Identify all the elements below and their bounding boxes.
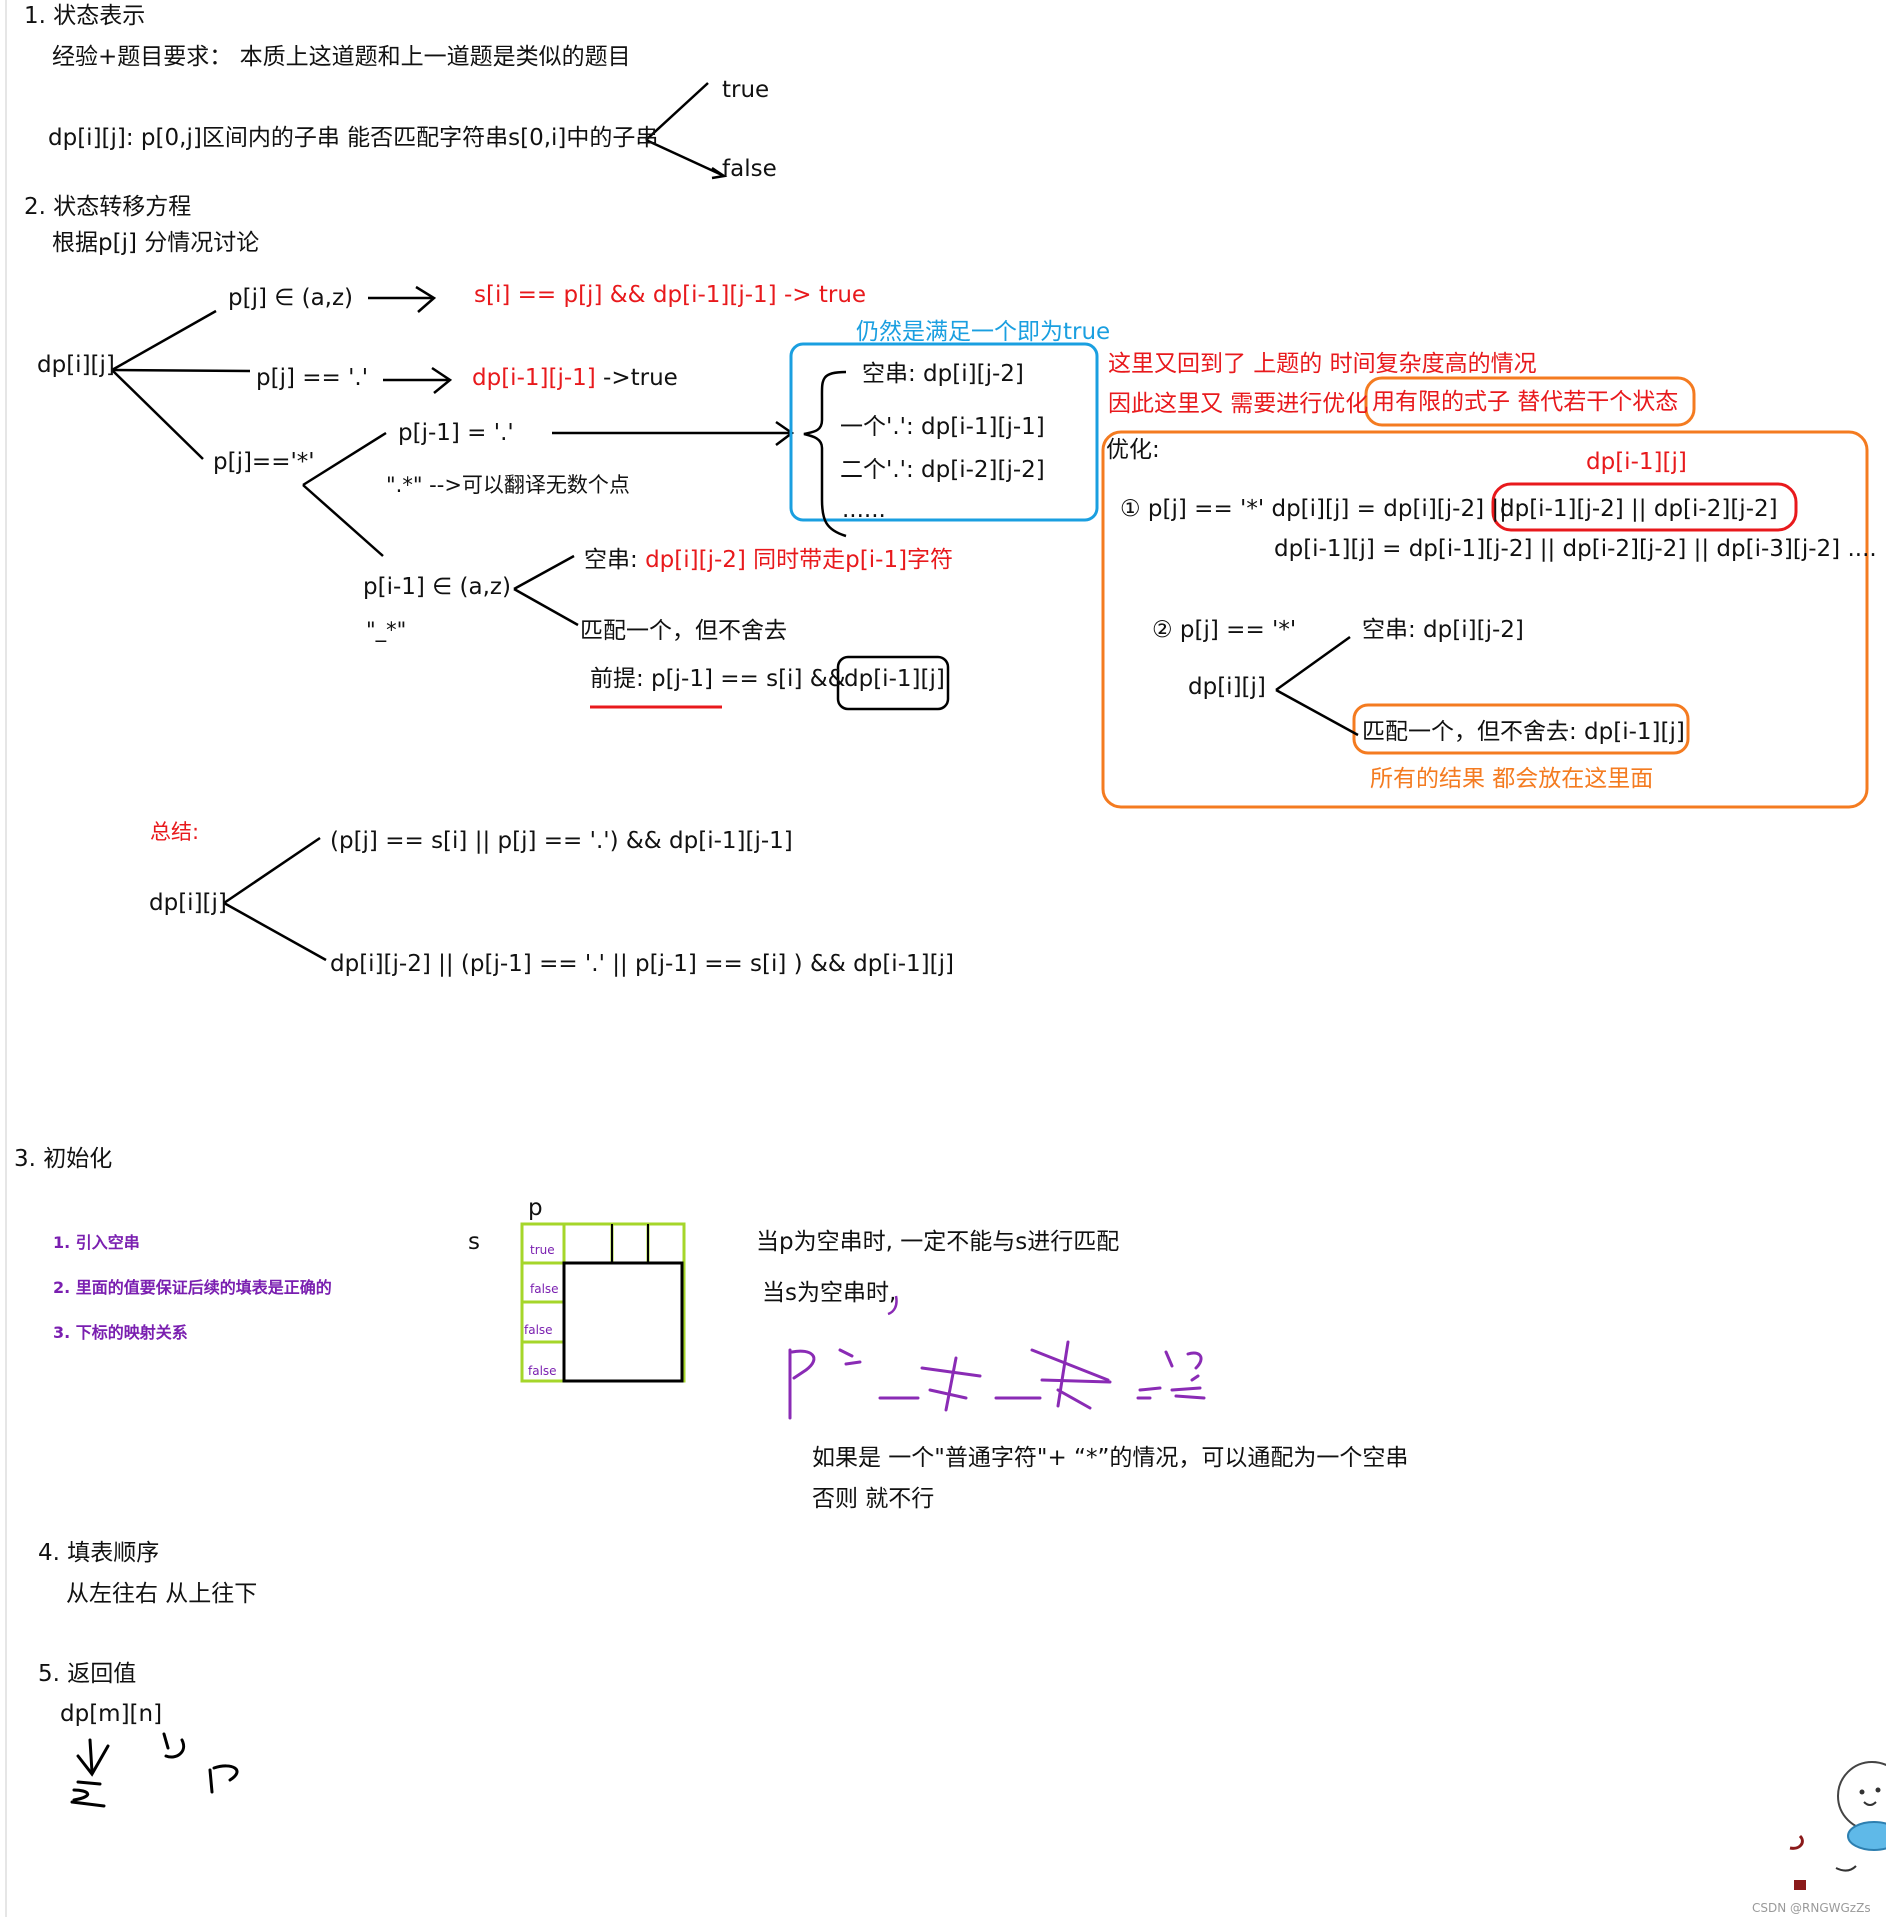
red-note-optimize: 因此这里又 需要进行优化 (1108, 391, 1369, 417)
case2-branch (1275, 635, 1359, 737)
tree-root: dp[i][j] (37, 352, 115, 378)
true-false-branch (645, 82, 728, 180)
case-dot-result-black: ->true (595, 365, 678, 391)
orange-box-note: 用有限的式子 替代若干个状态 (1372, 389, 1679, 415)
match-one-box (1352, 703, 1690, 755)
state-transition-tree (111, 285, 795, 627)
premise-box (836, 655, 950, 711)
optimization-eq2: dp[i-1][j] = dp[i-1][j-2] || dp[i-2][j-2… (1274, 536, 1877, 562)
case-letter: p[j] ∈ (a,z) (228, 285, 354, 311)
summary-top: (p[j] == s[i] || p[j] == '.') && dp[i-1]… (330, 828, 793, 854)
blue-box (789, 342, 1099, 538)
watermark: CSDN @RNGWGzZs (1752, 1901, 1871, 1915)
grid-cell-false-2: false (524, 1323, 553, 1337)
optimization-case2-empty: 空串: dp[i][j-2] (1362, 617, 1524, 643)
section4-body: 从左往右 从上往下 (66, 1581, 258, 1607)
optimization-title: 优化: (1106, 437, 1160, 463)
empty-string-prefix: 空串: (584, 547, 646, 573)
section5-body: dp[m][n] (60, 1701, 163, 1727)
optimization-case2-root: dp[i][j] (1188, 674, 1266, 700)
summary-bottom: dp[i][j-2] || (p[j-1] == '.' || p[j-1] =… (330, 951, 954, 977)
blue-item-ellipsis: ...... (842, 497, 886, 523)
grid-cell-false-1: false (530, 1282, 559, 1296)
section2-title: 2. 状态转移方程 (24, 194, 192, 220)
red-box (1491, 482, 1798, 532)
blue-note: 仍然是满足一个即为true (856, 319, 1111, 345)
star-letter-pattern: "_*" (366, 618, 407, 642)
note-rule-1: 如果是 一个"普通字符"+ “*”的情况，可以通配为一个空串 (812, 1445, 1409, 1471)
state-definition: dp[i][j]: p[0,j]区间内的子串 能否匹配字符串s[0,i]中的子串 (48, 125, 659, 151)
case-dot-result-red: dp[i-1][j-1] (472, 365, 596, 391)
grid-s-label: s (468, 1229, 480, 1255)
red-note-complexity: 这里又回到了 上题的 时间复杂度高的情况 (1108, 351, 1537, 377)
return-value-scribble (70, 1732, 239, 1808)
optimization-eq1-boxed: dp[i-1][j-2] || dp[i-2][j-2] (1500, 496, 1778, 522)
star-dot-note: ".*" -->可以翻译无数个点 (386, 473, 630, 497)
optimization-eq1: ① p[j] == '*' dp[i][j] = dp[i][j-2] || (1120, 496, 1507, 522)
summary-label: 总结: (150, 820, 200, 844)
summary-branch (223, 836, 327, 962)
premise-boxed: dp[i-1][j] (844, 666, 945, 692)
case-star: p[j]=='*' (213, 449, 315, 475)
init-item-3: 3. 下标的映射关系 (53, 1323, 188, 1342)
blue-item-two-dots: 二个'.': dp[i-2][j-2] (840, 457, 1045, 483)
premise-text: 前提: p[j-1] == s[i] && (590, 666, 846, 692)
section4-title: 4. 填表顺序 (38, 1540, 160, 1566)
note-rule-2: 否则 就不行 (812, 1486, 935, 1512)
blue-item-one-dot: 一个'.': dp[i-1][j-1] (840, 414, 1045, 440)
optimization-case2-match: 匹配一个，但不舍去: dp[i-1][j] (1362, 719, 1685, 745)
case-letter-result: s[i] == p[j] && dp[i-1][j-1] -> true (474, 282, 867, 308)
handwritten-pattern (788, 1340, 1206, 1420)
note-p-empty: 当p为空串时, 一定不能与s进行匹配 (756, 1229, 1120, 1255)
comma-mark (887, 1295, 898, 1316)
init-item-2: 2. 里面的值要保证后续的填表是正确的 (53, 1278, 332, 1297)
section1-experience: 经验+题目要求： 本质上这道题和上一道题是类似的题目 (52, 44, 631, 70)
grid-p-label: p (528, 1195, 543, 1221)
grid-cell-false-3: false (528, 1364, 557, 1378)
star-letter-case: p[i-1] ∈ (a,z) (363, 574, 511, 600)
mascot-sticker (1789, 1761, 1886, 1890)
dp-grid (520, 1222, 686, 1383)
optimization-box (1101, 430, 1869, 809)
true-label: true (722, 77, 770, 103)
init-item-1: 1. 引入空串 (53, 1233, 140, 1252)
note-s-empty: 当s为空串时, (762, 1280, 897, 1306)
orange-note-box (1364, 376, 1696, 427)
section2-subtitle: 根据p[j] 分情况讨论 (52, 230, 260, 256)
empty-string-case: 空串: dp[i][j-2] 同时带走p[i-1]字符 (584, 546, 953, 574)
optimization-footer: 所有的结果 都会放在这里面 (1370, 766, 1654, 792)
section5-title: 5. 返回值 (38, 1661, 137, 1687)
optimization-case2: ② p[j] == '*' (1152, 617, 1297, 643)
blue-item-empty: 空串: dp[i][j-2] (862, 361, 1024, 387)
section3-title: 3. 初始化 (14, 1146, 113, 1172)
section1-title: 1. 状态表示 (24, 3, 146, 29)
optimization-red-label: dp[i-1][j] (1586, 449, 1687, 475)
grid-cell-true: true (530, 1243, 555, 1257)
match-one-case: 匹配一个，但不舍去 (580, 618, 787, 644)
empty-string-red: dp[i][j-2] 同时带走p[i-1]字符 (645, 547, 954, 573)
false-label: false (722, 156, 777, 182)
case-dot: p[j] == '.' (256, 365, 369, 391)
summary-root: dp[i][j] (149, 890, 227, 916)
case-dot-result: dp[i-1][j-1] ->true (472, 364, 678, 392)
star-dot-case: p[j-1] = '.' (398, 420, 514, 446)
